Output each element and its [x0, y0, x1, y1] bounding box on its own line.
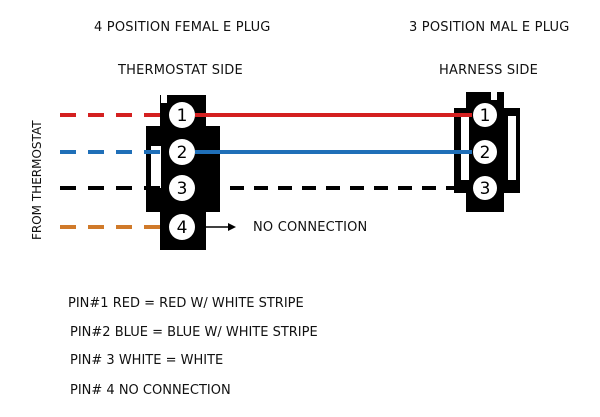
- thermostat-side-label: THERMOSTAT SIDE: [118, 63, 243, 78]
- female-pin-2-label: 2: [177, 143, 188, 163]
- female-plug-title: 4 POSITION FEMAL E PLUG: [94, 20, 271, 35]
- legend-line-4: PIN# 4 NO CONNECTION: [70, 383, 231, 398]
- female-plug-slot: [151, 146, 161, 188]
- female-pin-1-label: 1: [177, 106, 188, 126]
- male-plug-notch: [491, 92, 497, 100]
- female-pin-1: 1: [169, 102, 195, 128]
- male-plug-slot-right: [508, 116, 516, 180]
- male-plug-title: 3 POSITION MAL E PLUG: [409, 20, 570, 35]
- legend-line-1: PIN#1 RED = RED W/ WHITE STRIPE: [68, 296, 304, 311]
- male-pin-1: 1: [473, 103, 497, 127]
- male-plug-slot: [461, 116, 469, 180]
- female-pin-3-label: 3: [177, 179, 188, 199]
- harness-side-label: HARNESS SIDE: [439, 63, 538, 78]
- female-pin-4: 4: [169, 214, 195, 240]
- female-pin-3: 3: [169, 175, 195, 201]
- legend-line-2: PIN#2 BLUE = BLUE W/ WHITE STRIPE: [70, 325, 318, 340]
- no-connection-label: NO CONNECTION: [253, 220, 368, 235]
- male-pin-3: 3: [473, 176, 497, 200]
- legend-line-3: PIN# 3 WHITE = WHITE: [70, 353, 224, 368]
- male-pin-2: 2: [473, 140, 497, 164]
- wiring-diagram: 1 2 3 4 1 2 3: [60, 92, 520, 250]
- female-plug-notch: [161, 95, 167, 103]
- no-connection-arrow: [206, 223, 236, 231]
- male-pin-1-label: 1: [480, 106, 491, 126]
- female-pin-2: 2: [169, 139, 195, 165]
- male-pin-3-label: 3: [480, 179, 491, 199]
- male-pin-2-label: 2: [480, 143, 491, 163]
- female-pin-4-label: 4: [177, 218, 188, 238]
